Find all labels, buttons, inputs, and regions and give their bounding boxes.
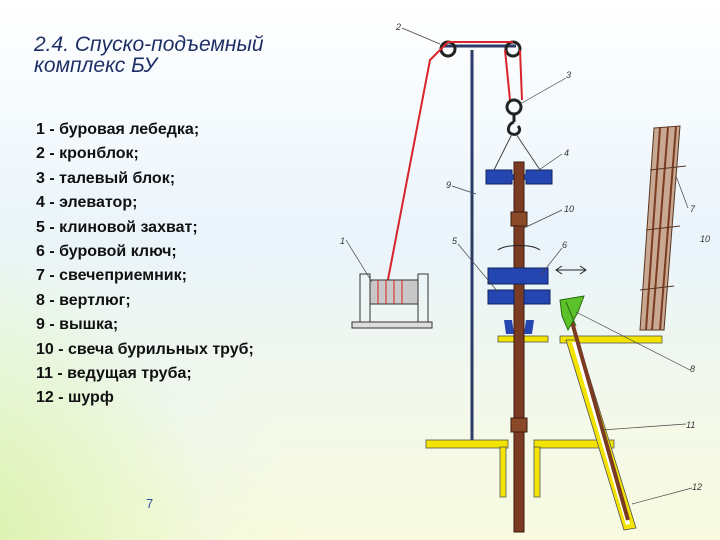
travelling-block xyxy=(493,98,541,171)
legend-item: 7 - свечеприемник; xyxy=(36,267,187,285)
swivel xyxy=(559,295,585,332)
legend-item: 10 - свеча бурильных труб; xyxy=(36,340,254,358)
callout-6: 6 xyxy=(562,240,567,250)
callout-8: 8 xyxy=(690,364,695,374)
drill-pipe-stand xyxy=(510,161,528,533)
rotation-arrow xyxy=(497,245,541,251)
legend-item: 2 - кронблок; xyxy=(36,145,139,163)
legend-list: 1 - буровая лебедка; 2 - кронблок; 3 - т… xyxy=(36,118,254,411)
hoisting-rope xyxy=(385,41,523,291)
callout-3: 3 xyxy=(566,70,571,80)
rathole-shurf xyxy=(565,339,637,531)
callout-4: 4 xyxy=(564,148,569,158)
legend-item: 1 - буровая лебедка; xyxy=(36,121,200,138)
drilling-tong xyxy=(487,265,587,285)
slide-title-line-2: комплекс БУ xyxy=(34,54,157,77)
page-number: 7 xyxy=(146,496,154,511)
legend-item: 6 - буровой ключ; xyxy=(36,243,177,261)
legend-item: 4 - элеватор; xyxy=(36,194,138,212)
callout-2: 2 xyxy=(395,22,401,32)
leader-lines xyxy=(345,27,693,505)
slide-title-line-1: 2.4. Спуско-подъемный xyxy=(34,33,264,56)
slips xyxy=(487,289,551,334)
callout-11: 11 xyxy=(686,420,695,430)
pipe-rack xyxy=(639,125,687,331)
legend-item: 9 - вышка; xyxy=(36,316,119,334)
callout-labels: 1 2 3 4 5 6 7 8 9 10 10 11 12 xyxy=(340,22,710,492)
legend-item: 11 - ведущая труба; xyxy=(36,365,192,383)
legend-item: 8 - вертлюг; xyxy=(36,291,131,309)
callout-9: 9 xyxy=(446,180,451,190)
ground-platform xyxy=(425,335,663,498)
mast xyxy=(444,44,516,440)
callout-12: 12 xyxy=(692,482,702,492)
legend-item: 3 - талевый блок; xyxy=(36,169,176,187)
callout-5: 5 xyxy=(452,236,458,246)
callout-7: 7 xyxy=(690,204,696,214)
kelly-pipe xyxy=(570,321,630,521)
crown-block xyxy=(439,40,522,58)
callout-1: 1 xyxy=(340,236,345,246)
legend-item: 5 - клиновой захват; xyxy=(36,218,198,236)
callout-10-pipe: 10 xyxy=(564,204,574,214)
callout-10-rack: 10 xyxy=(700,234,710,244)
slide-title: 2.4. Спуско-подъемный комплекс БУ xyxy=(34,34,334,76)
legend-item: 12 - шурф xyxy=(36,389,114,407)
draw-works-winch xyxy=(351,273,433,329)
